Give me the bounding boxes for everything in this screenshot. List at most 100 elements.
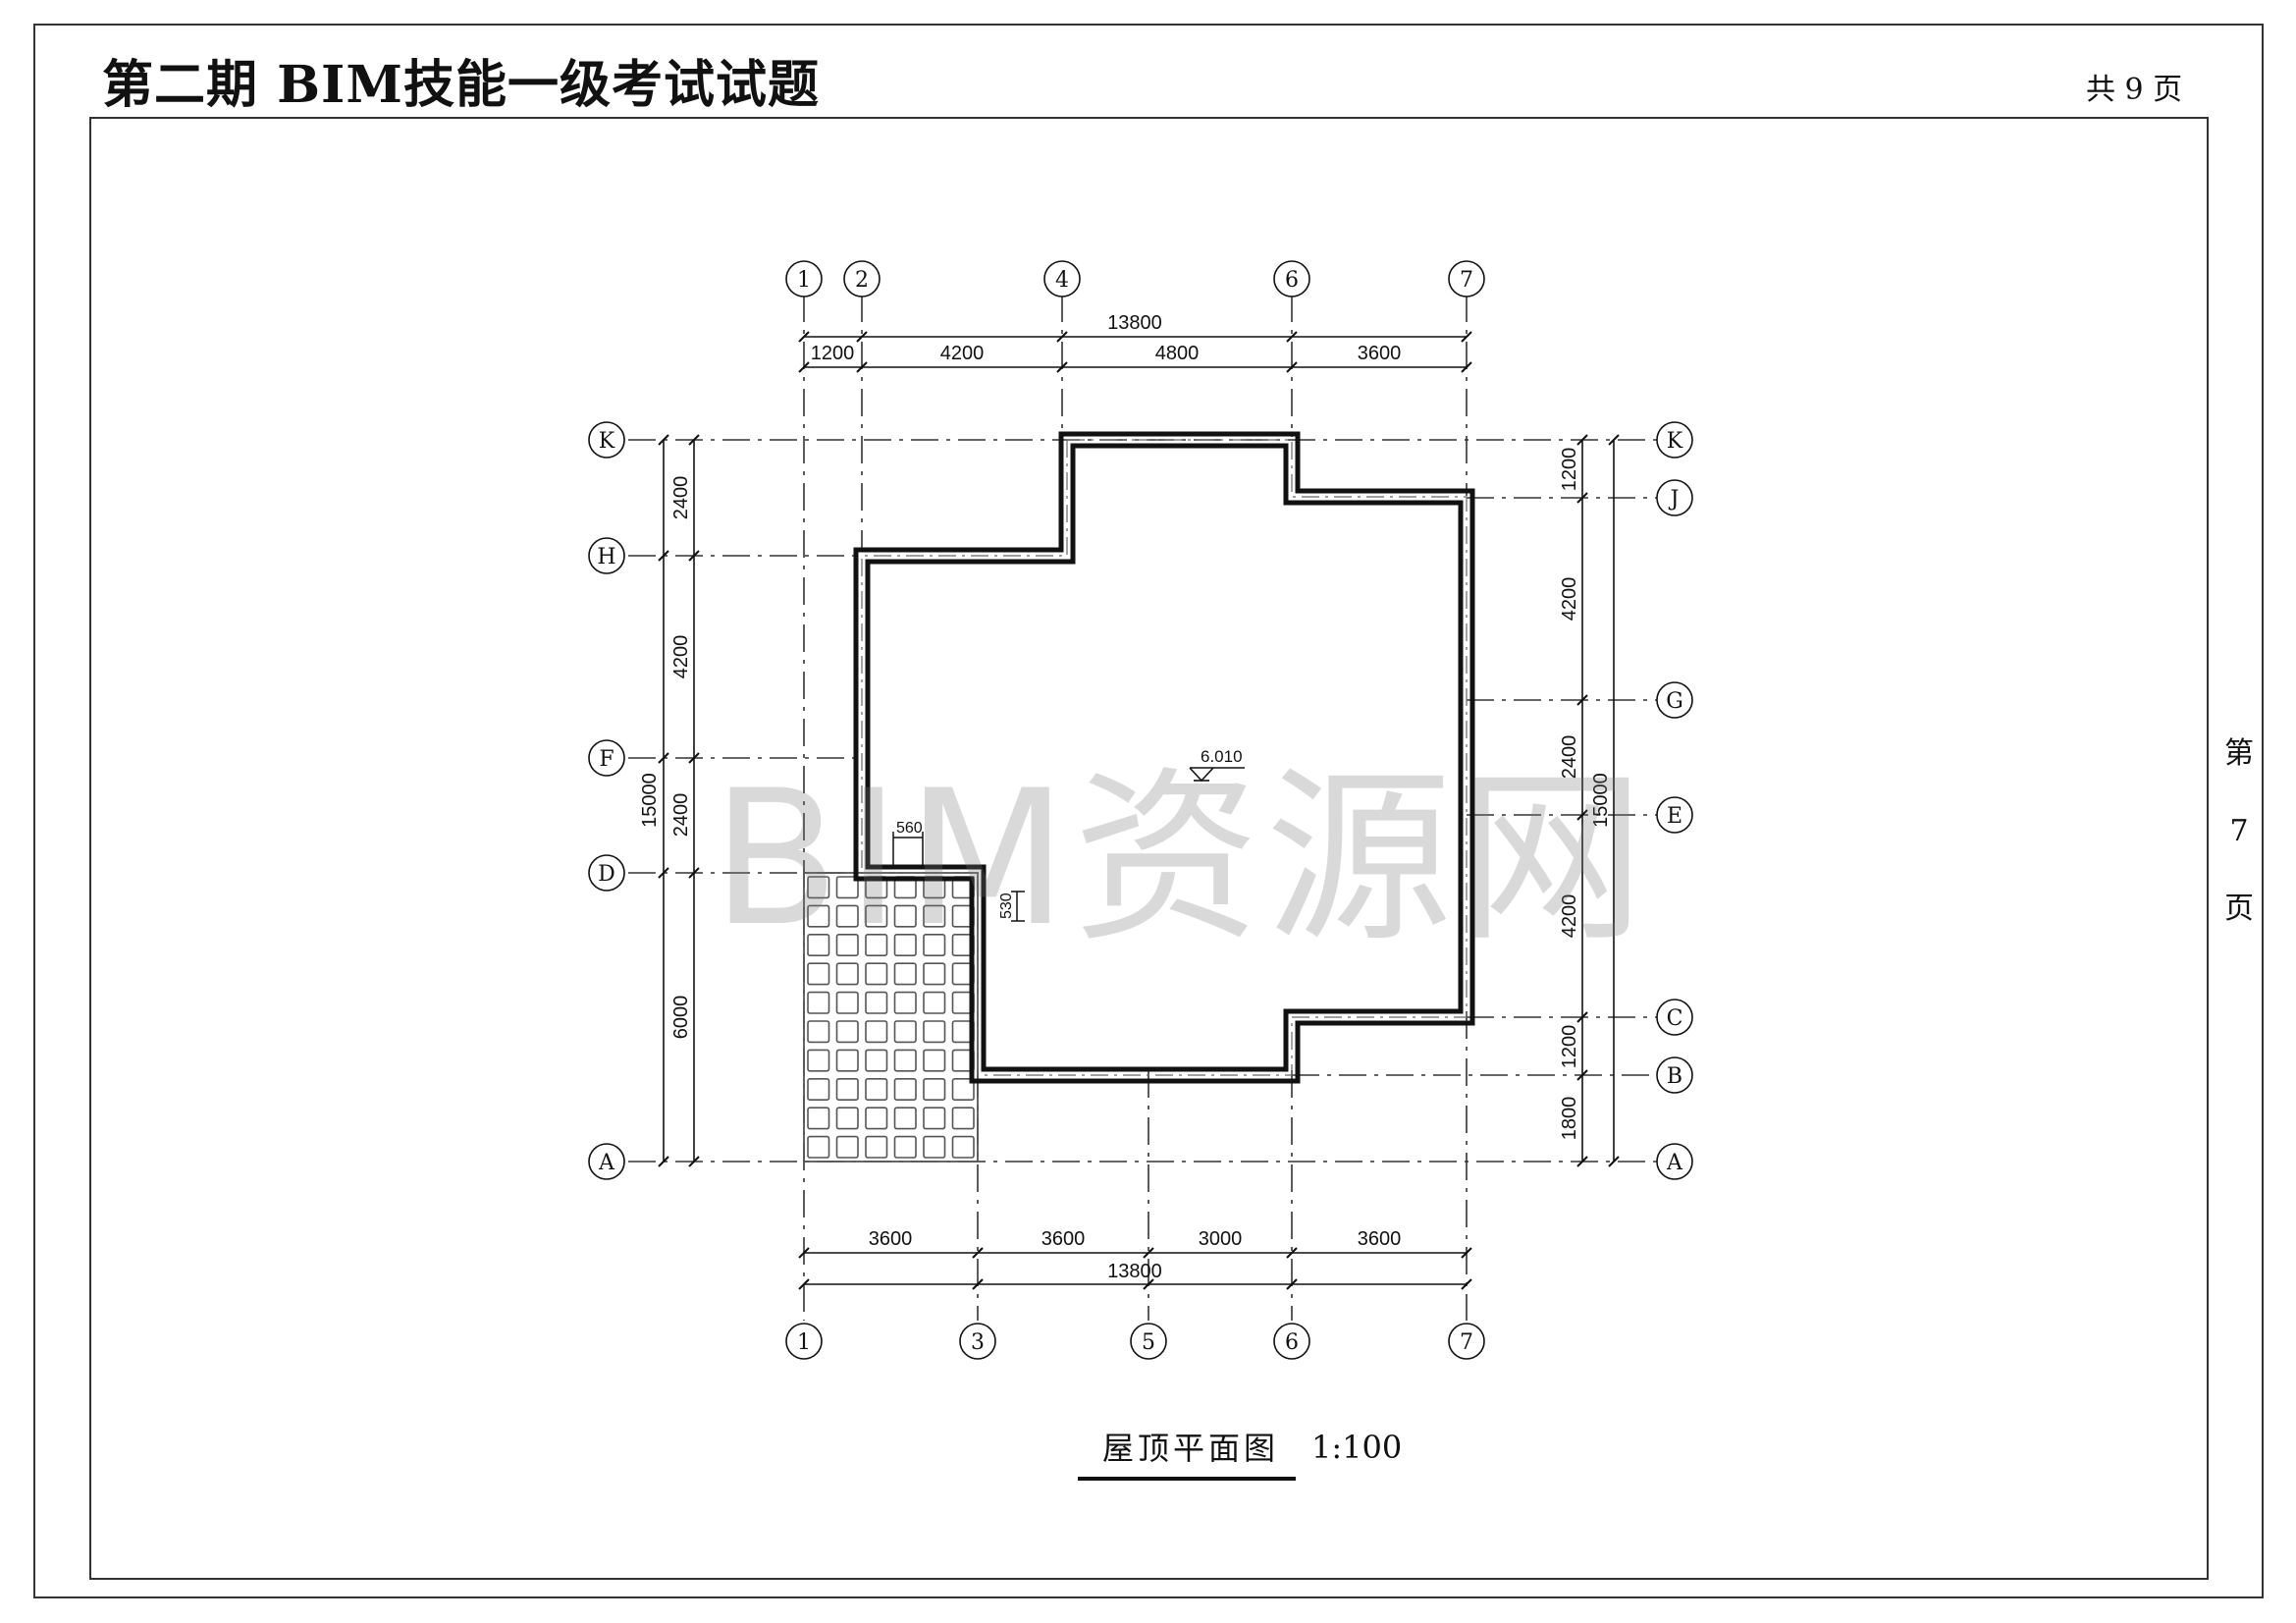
top-dim-1: 4200 <box>940 343 985 364</box>
terrace-tile <box>893 1049 917 1072</box>
left-tick-a-1 <box>658 550 669 562</box>
left-tick-b-2 <box>688 752 700 764</box>
terrace-tile <box>807 876 830 899</box>
right-axis-bubble-K: K <box>1656 421 1693 459</box>
top-axis-bubble-1-circle <box>785 260 823 298</box>
terrace-tile <box>923 1049 946 1072</box>
top-tick-a-1 <box>856 331 868 343</box>
bottom-axis-bubble-1-label: 1 <box>797 1330 811 1355</box>
right-tick-a-4 <box>1576 1011 1588 1023</box>
terrace-tile <box>807 1107 830 1130</box>
bottom-tick-b-2 <box>1143 1278 1154 1290</box>
detail-dim-530: 530 <box>998 893 1015 919</box>
terrace-tile <box>835 1135 859 1159</box>
terrace-tile <box>893 1078 917 1102</box>
left-tick-a-2 <box>658 752 669 764</box>
terrace-tile <box>865 1107 888 1130</box>
top-tick-b-0 <box>798 361 810 373</box>
left-axis-bubble-D-circle <box>588 854 625 892</box>
terrace-tile <box>923 1107 946 1130</box>
top-axis-bubble-1: 1 <box>785 260 823 298</box>
terrace-tile <box>835 904 859 928</box>
left-axis-bubble-F-label: F <box>599 747 614 772</box>
terrace-tile <box>923 933 946 956</box>
bottom-tick-b-4 <box>1461 1278 1472 1290</box>
bottom-axis-bubble-7: 7 <box>1448 1323 1485 1360</box>
terrace-tile <box>893 904 917 928</box>
detail-dimensions <box>892 832 1025 922</box>
terrace-tile <box>807 933 830 956</box>
left-tick-b-4 <box>688 1156 700 1167</box>
bottom-tick-b-3 <box>1286 1278 1298 1290</box>
right-axis-bubble-E-label: E <box>1667 804 1682 829</box>
right-tick-a-0 <box>1576 434 1588 446</box>
right-axis-bubble-C: C <box>1656 999 1693 1036</box>
bottom-tick-a-1 <box>972 1247 984 1259</box>
top-axis-bubble-6-circle <box>1273 260 1310 298</box>
dimension-ticks <box>658 331 1620 1290</box>
terrace-tile <box>865 904 888 928</box>
terrace-tile <box>893 1107 917 1130</box>
bottom-dim-1: 3600 <box>1041 1228 1086 1250</box>
top-tick-b-3 <box>1286 361 1298 373</box>
left-axis-bubble-H-circle <box>588 537 625 574</box>
roof-inner-edge <box>865 443 1464 1072</box>
left-dim-2: 2400 <box>670 793 692 838</box>
bottom-tick-a-4 <box>1461 1247 1472 1259</box>
bottom-dim-3: 3600 <box>1358 1228 1402 1250</box>
top-dim-3: 3600 <box>1358 343 1402 364</box>
right-dim-3: 4200 <box>1559 894 1580 939</box>
top-axis-bubble-1-label: 1 <box>797 268 811 293</box>
top-axis-bubble-7: 7 <box>1448 260 1485 298</box>
sheet-title: 第二期 BIM技能一级考试试题 <box>102 55 820 115</box>
terrace-tile <box>893 1020 917 1044</box>
terrace-grid <box>807 876 975 1159</box>
left-axis-bubble-K: K <box>588 421 625 459</box>
terrace-tile <box>923 1078 946 1102</box>
top-tick-b-4 <box>1461 361 1472 373</box>
terrace-tile <box>835 991 859 1014</box>
left-axis-bubble-A: A <box>588 1143 625 1180</box>
top-tick-a-0 <box>798 331 810 343</box>
bottom-axis-bubble-6: 6 <box>1273 1323 1310 1360</box>
right-axis-bubble-K-circle <box>1656 421 1693 459</box>
left-axis-bubble-H-label: H <box>597 545 615 569</box>
left-axis-bubble-A-label: A <box>598 1151 615 1175</box>
terrace-tile <box>951 1078 975 1102</box>
top-axis-bubble-6-label: 6 <box>1285 268 1299 293</box>
right-axis-bubble-B-label: B <box>1667 1064 1682 1089</box>
sheet-outer-frame <box>33 24 2264 1598</box>
top-axis-bubble-4: 4 <box>1043 260 1081 298</box>
total-pages: 共 9 页 <box>2086 73 2183 107</box>
top-axis-bubble-2: 2 <box>843 260 881 298</box>
bottom-axis-bubble-6-circle <box>1273 1323 1310 1360</box>
left-axis-bubble-F: F <box>588 739 625 777</box>
bottom-axis-bubble-1: 1 <box>785 1323 823 1360</box>
terrace-tile <box>835 1049 859 1072</box>
right-axis-bubble-C-circle <box>1656 999 1693 1036</box>
left-axis-bubble-D-label: D <box>598 862 615 887</box>
drawing-caption: 屋顶平面图 <box>1102 1430 1280 1467</box>
left-axis-bubble-K-label: K <box>599 429 615 454</box>
top-tick-b-2 <box>1056 361 1068 373</box>
roof-centerline <box>861 439 1468 1076</box>
detail-dim-560: 560 <box>896 820 923 837</box>
page-suffix: 页 <box>2224 892 2254 926</box>
right-axis-bubble-A: A <box>1656 1143 1693 1180</box>
terrace-tile <box>951 1135 975 1159</box>
terrace-tile <box>893 1135 917 1159</box>
bottom-tick-b-0 <box>798 1278 810 1290</box>
right-tick-b-6 <box>1608 1156 1620 1167</box>
page-number-vertical: 第 7 页 <box>2221 715 2257 947</box>
left-tick-b-0 <box>688 434 700 446</box>
bottom-tick-a-3 <box>1286 1247 1298 1259</box>
terrace-tile <box>865 962 888 986</box>
terrace-tile <box>807 904 830 928</box>
right-axis-bubble-A-circle <box>1656 1143 1693 1180</box>
bottom-tick-b-1 <box>972 1278 984 1290</box>
terrace-tile <box>865 991 888 1014</box>
terrace-tile <box>923 991 946 1014</box>
